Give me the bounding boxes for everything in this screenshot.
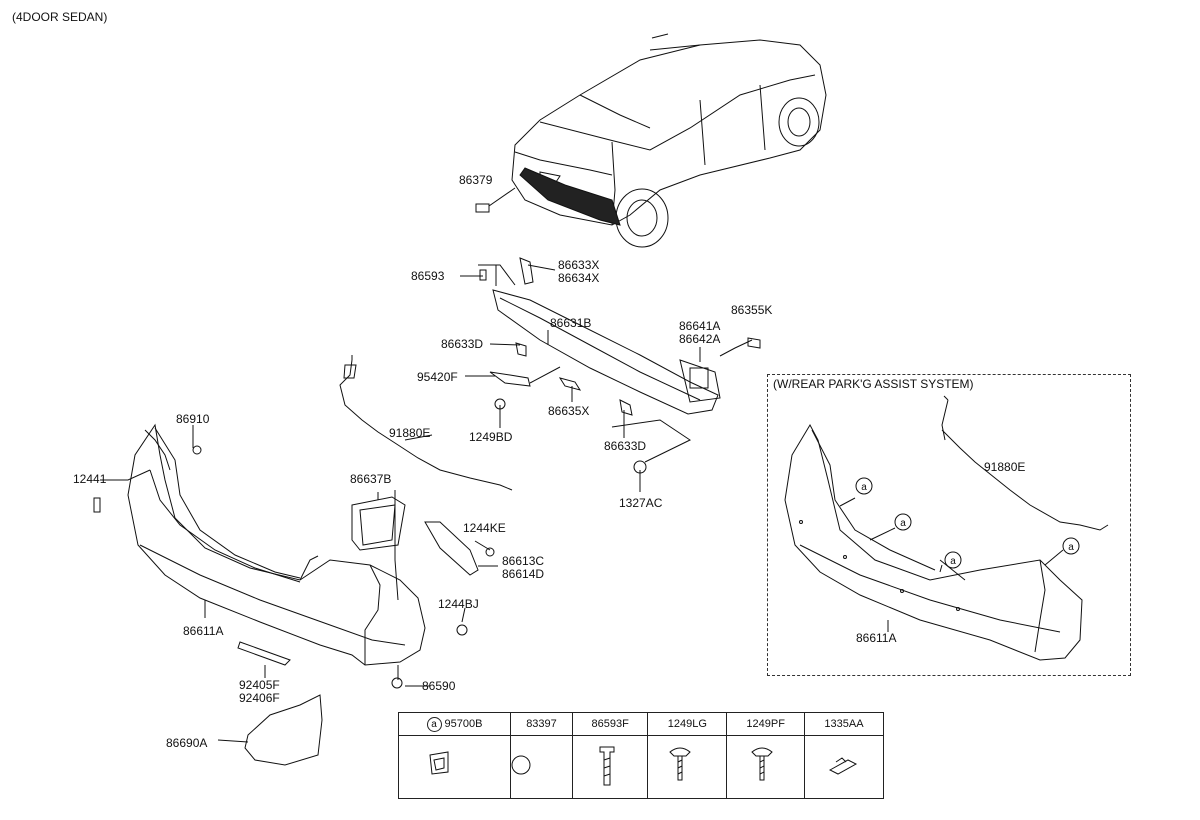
part-label: 86690A (166, 736, 208, 750)
wiring-harness (339, 355, 513, 491)
part-label: 86633D (604, 439, 647, 453)
variant-title: (4DOOR SEDAN) (12, 10, 108, 24)
part-label: 92406F (239, 691, 280, 705)
part-label: 1249BD (469, 430, 513, 444)
part-label: 86611A (856, 631, 897, 645)
inset-frame (767, 374, 1131, 676)
legend-icon-cell (398, 735, 511, 799)
marker-label: a (950, 556, 956, 567)
part-label-group: 86633X 86634X (558, 259, 599, 285)
part-label: 86613C (502, 554, 545, 568)
part-label: 86642A (679, 332, 721, 346)
part-label: 86633X (558, 258, 600, 272)
part-label: 91880E (389, 426, 431, 440)
part-label: 12441 (73, 472, 107, 486)
part-label: 95420F (417, 370, 458, 384)
part-label: 1244BJ (438, 597, 479, 611)
legend-header-cell: 1249LG (647, 712, 728, 736)
part-label: 86633D (441, 337, 484, 351)
legend-icon-row (398, 735, 884, 799)
legend-header-cell: 86593F (572, 712, 649, 736)
part-label: 86590 (422, 679, 456, 693)
legend-header-cell: 83397 (509, 712, 574, 736)
part-label: 86611A (183, 624, 224, 638)
part-label-group: 92405F 92406F (239, 679, 280, 705)
marker-label: a (861, 482, 867, 493)
part-label-group: 86613C 86614D (502, 555, 544, 581)
legend-icon-cell (572, 735, 649, 799)
legend-icon-cell (726, 735, 806, 799)
part-label: 91880E (984, 460, 1026, 474)
legend-icon-cell (647, 735, 728, 799)
part-label: 86355K (731, 303, 773, 317)
marker-label: a (1068, 542, 1074, 553)
part-label: 1327AC (619, 496, 663, 510)
bumper-beam (492, 289, 721, 415)
legend-icon-cell (509, 735, 574, 799)
part-label: 86631B (550, 316, 592, 330)
part-label: 86634X (558, 271, 600, 285)
bumper-cover (127, 423, 426, 666)
legend-icon-cell (804, 735, 884, 799)
part-label: 86641A (679, 319, 721, 333)
car-illustration (475, 33, 827, 248)
part-label: 1244KE (463, 521, 506, 535)
marker-label: a (900, 518, 906, 529)
marker-label: a (426, 716, 442, 732)
part-label: 86637B (350, 472, 392, 486)
part-label: 86635X (548, 404, 590, 418)
inset-title: (W/REAR PARK'G ASSIST SYSTEM) (773, 377, 974, 391)
legend-header-cell: 1335AA (804, 712, 884, 736)
legend-header-label: 95700B (444, 717, 483, 730)
legend-header-cell: 1249PF (726, 712, 806, 736)
inset-bumper (784, 395, 1109, 661)
part-label: 86614D (502, 567, 545, 581)
part-label: 86910 (176, 412, 210, 426)
part-label-group: 86641A 86642A (679, 320, 720, 346)
part-label: 86593 (411, 269, 445, 283)
part-label: 86379 (459, 173, 493, 187)
part-label: 92405F (239, 678, 280, 692)
